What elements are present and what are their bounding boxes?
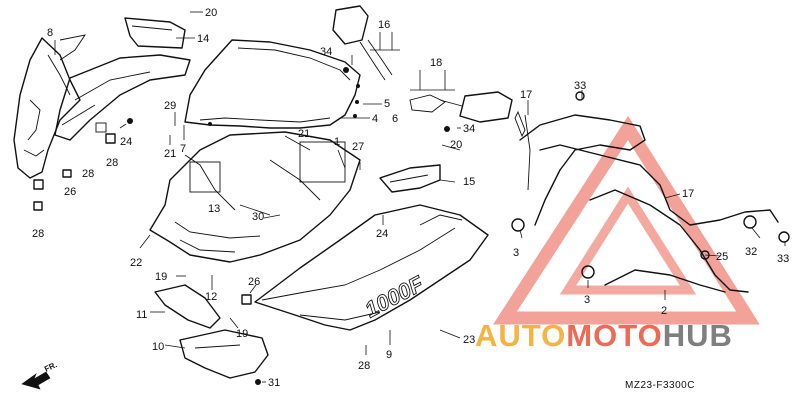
- direction-label: FR.: [43, 360, 58, 374]
- callout-33-right: 33: [777, 253, 789, 265]
- callout-6: 6: [392, 113, 398, 125]
- callout-11: 11: [136, 309, 147, 321]
- callout-28-c: 28: [32, 228, 44, 240]
- callout-32: 32: [745, 246, 757, 258]
- callout-28-b: 28: [82, 168, 94, 180]
- leader-lines: [54, 11, 786, 383]
- callout-2: 2: [661, 305, 667, 317]
- callout-15: 15: [463, 176, 475, 188]
- watermark-triangle: [493, 115, 760, 325]
- callout-19-a: 19: [155, 271, 167, 283]
- callout-19-b: 19: [236, 328, 248, 340]
- callout-13: 13: [208, 203, 220, 215]
- callout-8: 8: [47, 27, 53, 39]
- inner-panel-part: [124, 17, 186, 49]
- upper-cowl-part: [149, 131, 361, 263]
- callout-27: 27: [352, 141, 364, 153]
- callout-20-top: 20: [205, 7, 217, 19]
- mirror-right-part: [409, 91, 513, 132]
- callout-18: 18: [430, 57, 442, 69]
- callout-21-left: 21: [164, 148, 176, 160]
- callout-29: 29: [164, 100, 176, 112]
- callout-28-bottom: 28: [358, 360, 370, 372]
- callout-31: 31: [268, 377, 280, 389]
- watermark-text: AUTOMOTOHUB: [475, 318, 733, 353]
- callout-28-a: 28: [106, 157, 118, 169]
- stay-frame-part: [511, 91, 790, 293]
- callout-14: 14: [197, 33, 209, 45]
- side-cowl-part: [13, 34, 86, 179]
- callout-9: 9: [386, 349, 392, 361]
- callout-17-right: 17: [682, 188, 694, 200]
- watermark-logo: AUTOMOTOHUB: [475, 318, 733, 353]
- callout-24-center: 24: [376, 228, 388, 240]
- lower-bracket-part: [154, 284, 269, 385]
- callout-12: 12: [205, 291, 217, 303]
- front-fairing-part: 1000F: [254, 204, 489, 331]
- callout-7: 7: [180, 143, 186, 155]
- small-fastener-parts-left: [33, 118, 133, 211]
- callout-34-left: 34: [320, 46, 332, 58]
- callout-22: 22: [130, 257, 142, 269]
- arrow-icon: [21, 371, 51, 390]
- callout-16: 16: [378, 19, 390, 31]
- callout-3-right: 3: [584, 294, 590, 306]
- callout-labels: 20 14 8 16 34 18 5 4 6 29 24 21 7 28 28 …: [32, 7, 789, 389]
- watermark-part-2: MOTO: [566, 318, 662, 353]
- callout-33-top: 33: [574, 80, 586, 92]
- callout-4: 4: [372, 113, 378, 125]
- watermark-part-1: AUTO: [475, 318, 566, 353]
- callout-30: 30: [252, 211, 264, 223]
- callout-17-top: 17: [520, 89, 532, 101]
- callout-26-left: 26: [64, 186, 76, 198]
- callout-23: 23: [463, 334, 475, 346]
- callout-5: 5: [384, 98, 390, 110]
- watermark-part-3: HUB: [663, 318, 733, 353]
- front-direction-marker: FR.: [21, 360, 59, 390]
- windscreen-part: [184, 39, 361, 129]
- callout-34-right: 34: [463, 123, 475, 135]
- callout-24-left: 24: [120, 136, 132, 148]
- callout-20-right: 20: [450, 139, 462, 151]
- callout-21-center: 21: [298, 128, 310, 140]
- emblem-text: 1000F: [361, 271, 428, 323]
- callout-3-left: 3: [513, 247, 519, 259]
- inner-brace-part: [54, 54, 191, 141]
- inner-cover-part: [379, 164, 441, 193]
- callout-25: 25: [716, 251, 728, 263]
- callout-26-center: 26: [248, 276, 260, 288]
- callout-10: 10: [152, 341, 164, 353]
- callout-1: 1: [334, 136, 340, 148]
- mirror-left-part: [332, 5, 393, 81]
- diagram-code: MZ23-F3300C: [625, 380, 695, 391]
